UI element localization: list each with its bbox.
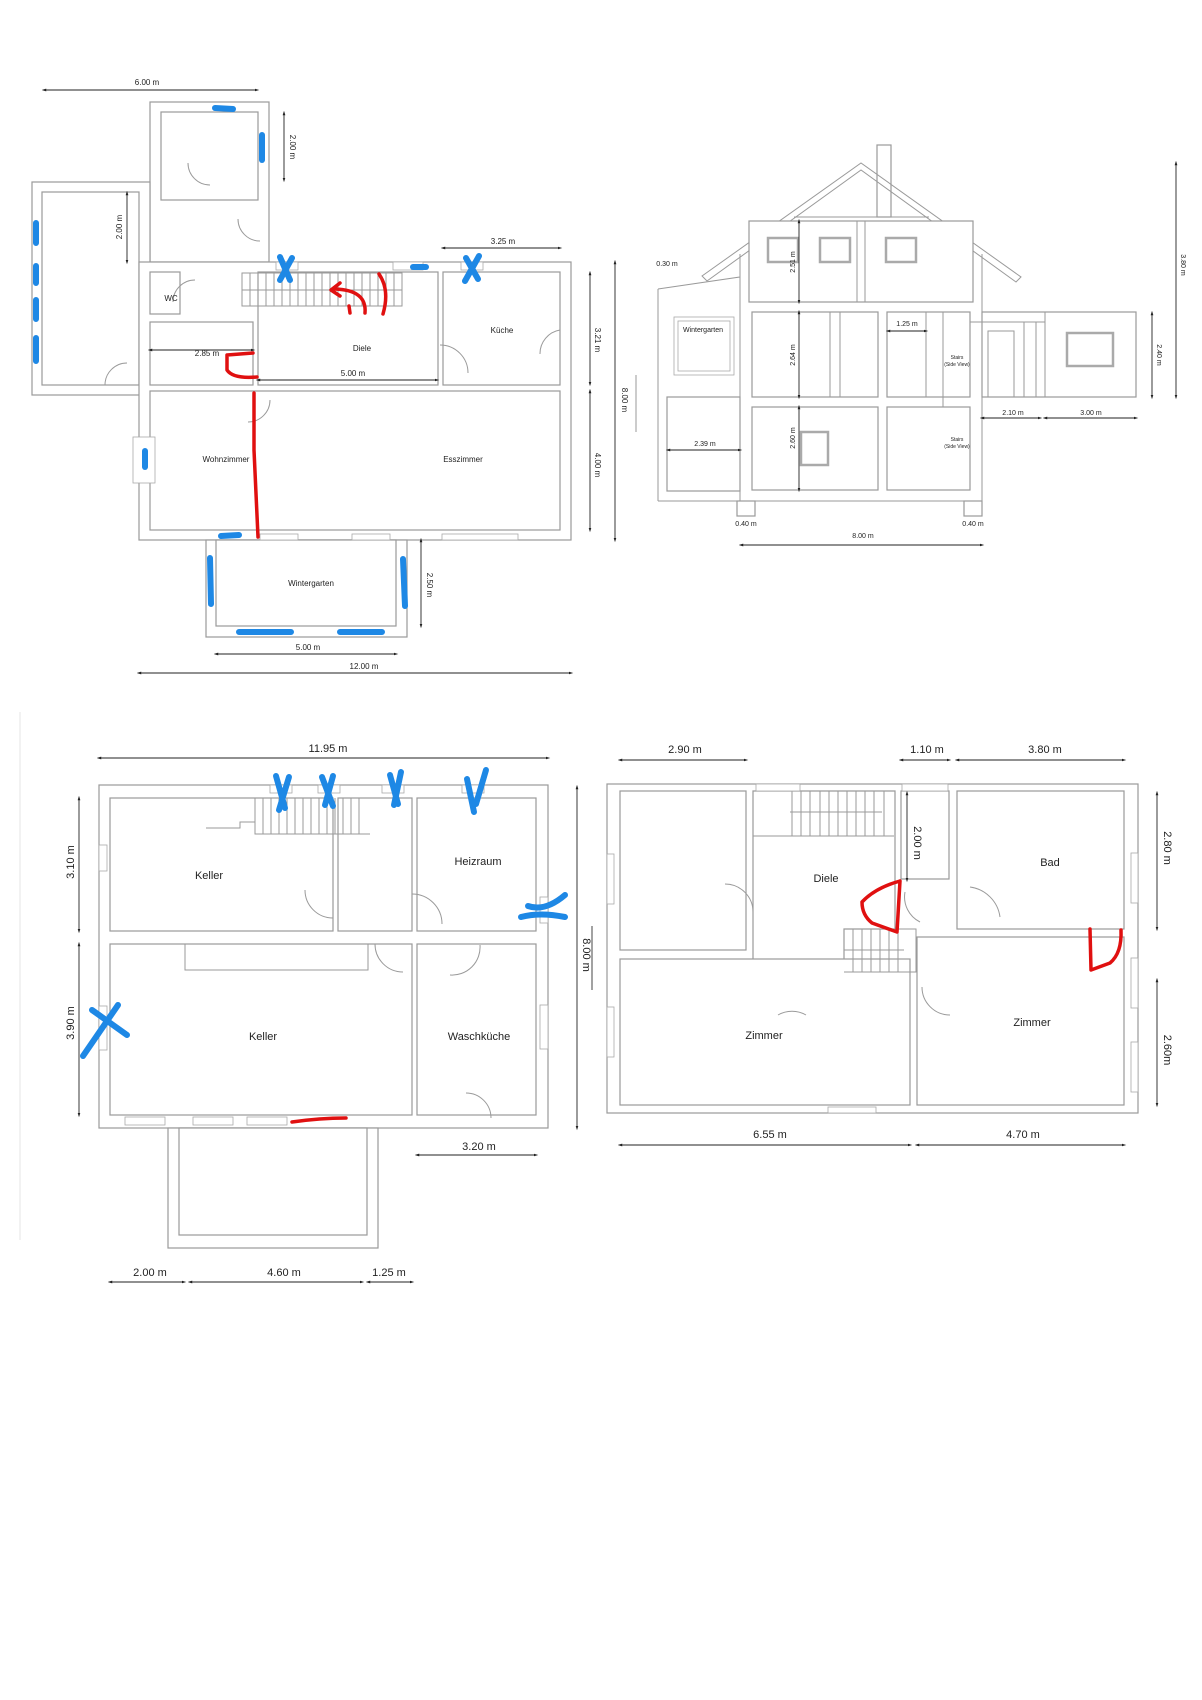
door-arcs [724,883,1001,1016]
dim-seg-b: 4.60 m [267,1267,301,1279]
upper-floor-right [886,311,971,398]
dim-left-width: 2.90 m [668,744,702,756]
dim-bad-width: 3.80 m [1028,744,1062,756]
red-annotations [225,272,388,539]
room-label-wohnzimmer: Wohnzimmer [203,455,250,464]
dim-diele-width: 5.00 m [341,369,366,378]
upper-windows [606,783,1139,1114]
keller-top-room [109,797,334,932]
staircase [241,272,403,307]
dim-top-annex-height: 2.00 m [288,135,297,160]
dim-bottom-depth: 3.90 m [65,1006,77,1040]
upper-floor-plan: Diele Bad Zimmer Zimmer 2.90 m 1.10 m 3.… [606,744,1173,1147]
room-label-keller-top: Keller [195,870,223,882]
basement-staircase [206,798,370,835]
stair-hall [337,797,413,932]
room-label-heizraum: Heizraum [454,856,501,868]
dim-total-width: 12.00 m [350,662,379,671]
ground-floor-right [886,406,971,491]
dim-footing-left: 0.40 m [735,521,757,528]
bad-room [956,790,1125,930]
section-label-wintergarten: Wintergarten [683,327,723,334]
left-room [619,790,747,951]
dim-top-depth: 3.10 m [65,845,77,879]
heizraum-room [416,797,537,932]
dim-right-room-width: 4.70 m [1006,1129,1040,1141]
top-annex-room [160,111,259,201]
dim-roof-height: 3.80 m [1179,254,1186,276]
dim-kitchen-width: 3.25 m [491,237,516,246]
room-label-bad: Bad [1040,857,1060,869]
upper-staircase [753,791,917,973]
right-extension [981,311,1137,398]
dim-room-depth: 2.60m [1161,1035,1173,1066]
room-label-waschkueche: Waschküche [448,1031,511,1043]
dim-kitchen-depth: 3.21 m [593,328,602,353]
dim-ext-height: 2.40 m [1155,344,1162,366]
section-windows [673,236,1115,467]
section-label-stairs-lower: Stairs [951,437,964,443]
dim-hall-width: 2.85 m [195,349,220,358]
dim-attic-height: 2.51 m [790,251,797,273]
basement-plan: Keller Heizraum Keller Waschküche 11.95 … [65,743,593,1284]
door-arcs [304,889,492,1119]
room-label-zimmer-right: Zimmer [1013,1017,1051,1029]
living-dining-room [149,390,561,531]
section-view: Wintergarten Stairs (Side View) Stairs (… [656,144,1186,547]
lower-extension-room [178,1127,368,1236]
keller-bottom-room [109,943,413,1116]
kitchen-room [442,271,561,386]
dim-total-width: 11.95 m [309,743,348,755]
dim-wintergarten-depth: 2.50 m [425,573,434,598]
dim-bad-depth: 2.80 m [1161,831,1173,865]
waschkueche-room [416,943,537,1116]
wc-room [149,271,181,315]
upper-floor-left [751,311,879,398]
dim-ground-height: 2.60 m [790,427,797,449]
room-label-wc: WC [164,294,178,303]
red-annotation [290,1116,348,1124]
dim-wash-width: 3.20 m [462,1141,496,1153]
section-label-stairs-upper-sub: (Side View) [944,362,970,368]
dim-upper-height: 2.64 m [790,344,797,366]
wintergarten-room [215,539,397,627]
section-label-stairs-upper: Stairs [951,355,964,361]
room-label-kueche: Küche [491,326,514,335]
dim-eave: 0.30 m [656,261,678,268]
dim-wintergarten-width: 5.00 m [296,643,321,652]
dim-total-depth: 8.00 m [580,938,592,972]
ground-floor-plan: WC Diele Küche Wohnzimmer Esszimmer Wint… [31,78,637,675]
section-label-stairs-lower-sub: (Side View) [944,444,970,450]
dim-annex-width: 6.00 m [135,78,160,87]
dim-left-room-width: 6.55 m [753,1129,787,1141]
dim-ext-a: 2.10 m [1002,410,1024,417]
roof [701,162,1022,283]
dim-total-width: 8.00 m [852,533,874,540]
blue-annotations [80,767,568,1059]
blue-annotations [33,105,482,635]
corridor [900,790,950,880]
dim-total-depth: 8.00 m [620,388,629,413]
red-annotations [860,879,1123,972]
room-label-wintergarten: Wintergarten [288,579,334,588]
dim-footing-right: 0.40 m [962,521,984,528]
zimmer-left-room [619,958,911,1106]
dim-living-depth: 4.00 m [593,453,602,478]
door-arcs [104,162,561,423]
dim-door-width: 1.25 m [896,321,918,328]
chimney [876,144,892,218]
left-annex-room [41,191,140,386]
room-label-zimmer-left: Zimmer [745,1030,783,1042]
dim-corridor-width: 1.10 m [910,744,944,756]
dim-corridor-depth: 2.00 m [911,826,923,860]
dim-ext-b: 3.00 m [1080,410,1102,417]
dim-seg-a: 2.00 m [133,1267,167,1279]
dim-wintergarten-width: 2.39 m [694,441,716,448]
room-label-diele: Diele [353,344,372,353]
dim-left-annex-height: 2.00 m [115,214,124,239]
room-label-esszimmer: Esszimmer [443,455,483,464]
room-label-diele: Diele [813,873,838,885]
room-label-keller-bottom: Keller [249,1031,277,1043]
dim-seg-c: 1.25 m [372,1267,406,1279]
